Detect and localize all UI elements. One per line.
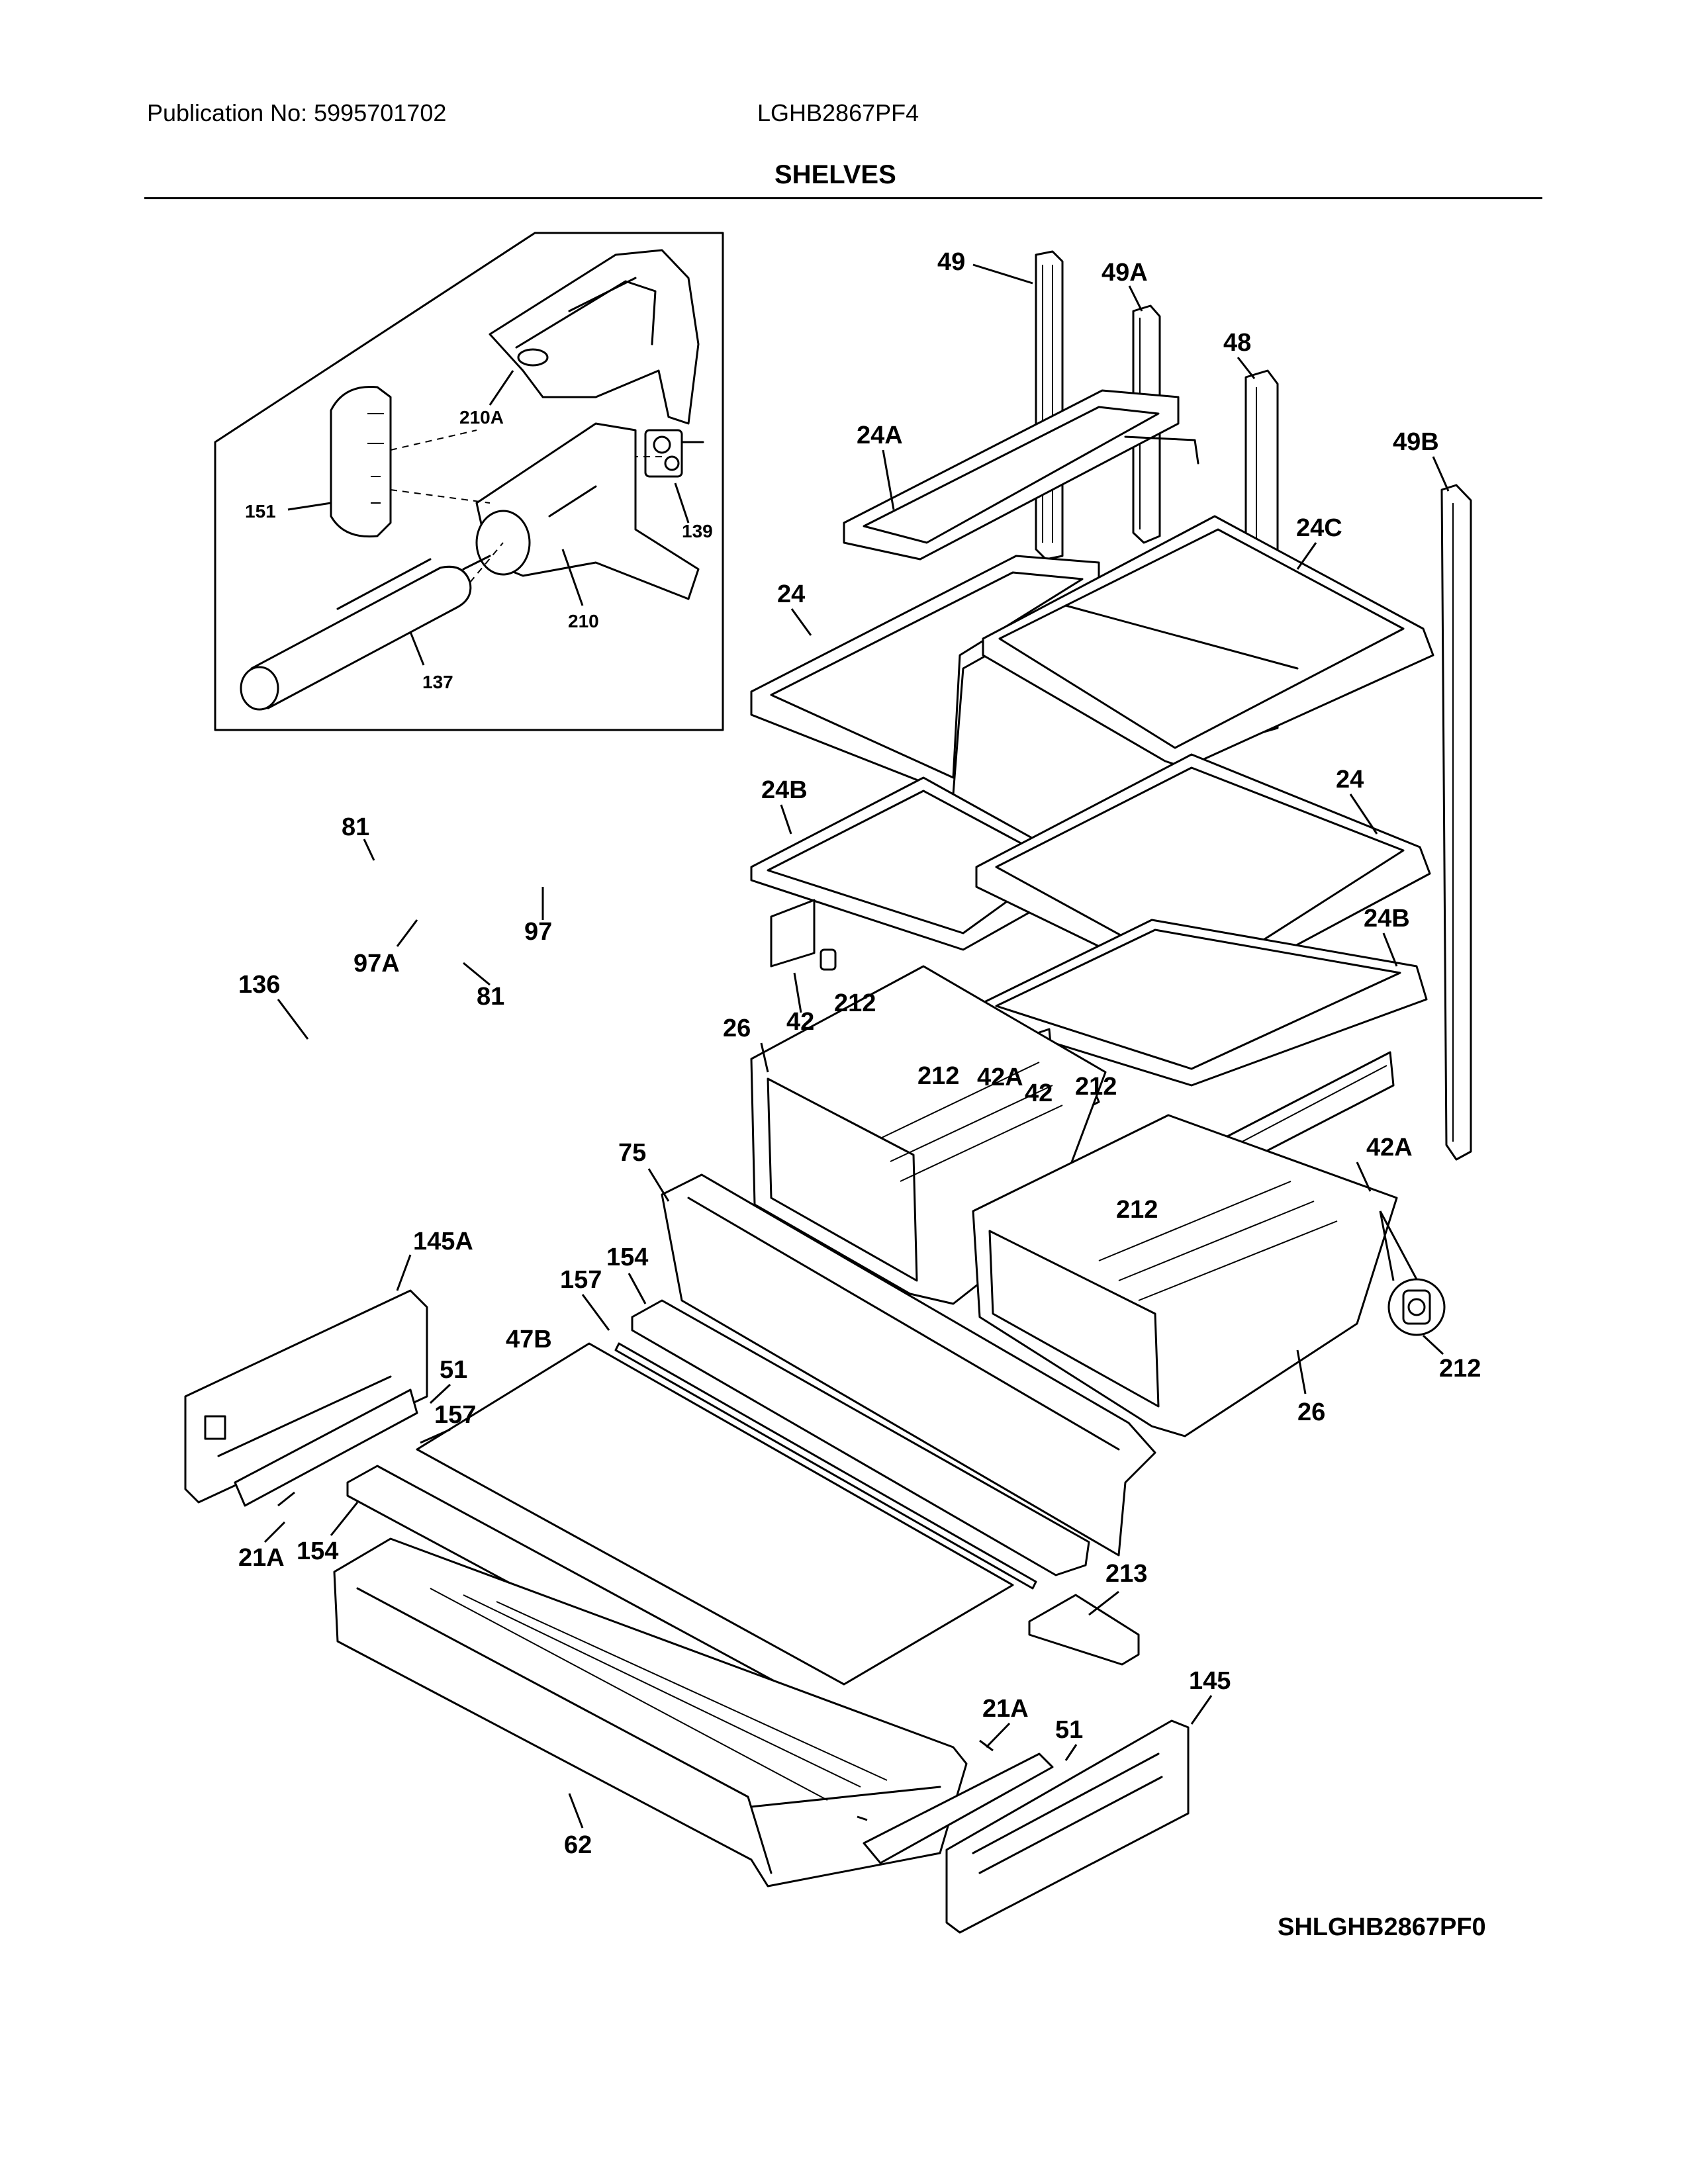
label-21a-right: 21A bbox=[982, 1695, 1029, 1723]
label-24c: 24C bbox=[1296, 514, 1342, 542]
publication-number: Publication No: 5995701702 bbox=[147, 99, 447, 126]
label-21a-left: 21A bbox=[238, 1544, 285, 1572]
filter-head-housing bbox=[489, 249, 700, 425]
section-title: SHELVES bbox=[774, 160, 896, 189]
label-24b-right: 24B bbox=[1364, 905, 1410, 933]
label-139: 139 bbox=[682, 521, 713, 541]
label-212-a: 212 bbox=[834, 989, 876, 1017]
label-210a: 210A bbox=[459, 407, 504, 428]
label-24-upper: 24 bbox=[777, 580, 805, 608]
label-51-right: 51 bbox=[1055, 1716, 1083, 1744]
water-filter-inset bbox=[214, 232, 724, 731]
model-number: LGHB2867PF4 bbox=[757, 99, 919, 126]
label-137: 137 bbox=[422, 672, 453, 692]
right-drawer-rail bbox=[857, 1719, 1190, 1934]
glass-shelves bbox=[750, 389, 1434, 1087]
filter-cartridge bbox=[240, 555, 491, 711]
label-212-b: 212 bbox=[917, 1062, 959, 1090]
label-157-mid: 157 bbox=[434, 1401, 476, 1429]
label-212-c: 212 bbox=[1075, 1073, 1117, 1101]
label-154-bottom: 154 bbox=[297, 1537, 338, 1565]
label-49b: 49B bbox=[1393, 428, 1439, 456]
label-26-right: 26 bbox=[1297, 1398, 1325, 1426]
filter-bracket bbox=[475, 422, 700, 600]
label-24a: 24A bbox=[857, 422, 903, 449]
label-47b: 47B bbox=[506, 1326, 552, 1353]
label-75: 75 bbox=[618, 1139, 646, 1167]
label-151: 151 bbox=[245, 501, 276, 522]
pantry-drawer bbox=[333, 1465, 968, 1888]
clip-detail-callout bbox=[1379, 1210, 1446, 1336]
label-97a: 97A bbox=[353, 950, 400, 978]
label-145a: 145A bbox=[413, 1228, 473, 1255]
crisper-drawers bbox=[750, 965, 1398, 1437]
label-51-left: 51 bbox=[440, 1356, 467, 1384]
label-42a-right: 42A bbox=[1366, 1134, 1413, 1161]
pantry-parts bbox=[416, 1173, 1156, 1686]
pantry-clip bbox=[1028, 1590, 1140, 1666]
label-42a-mid: 42A bbox=[977, 1064, 1023, 1091]
label-49: 49 bbox=[937, 248, 965, 276]
label-24b-left: 24B bbox=[761, 776, 808, 804]
label-154-top: 154 bbox=[606, 1244, 648, 1271]
label-212-d: 212 bbox=[1116, 1196, 1158, 1224]
label-97: 97 bbox=[524, 918, 552, 946]
label-136: 136 bbox=[238, 971, 280, 999]
label-81-bottom: 81 bbox=[477, 983, 504, 1011]
filter-valve bbox=[644, 429, 704, 478]
diagram-code: SHLGHB2867PF0 bbox=[1278, 1913, 1486, 1941]
label-48: 48 bbox=[1223, 329, 1251, 357]
label-81-top: 81 bbox=[342, 813, 369, 841]
label-42-mid: 42 bbox=[1025, 1079, 1053, 1107]
label-26-left: 26 bbox=[723, 1015, 751, 1042]
label-210: 210 bbox=[568, 611, 599, 631]
label-213: 213 bbox=[1105, 1560, 1147, 1588]
header-rule bbox=[144, 197, 1542, 199]
filter-cover bbox=[330, 385, 392, 538]
label-49a: 49A bbox=[1102, 259, 1148, 287]
left-drawer-rail bbox=[184, 1289, 428, 1507]
label-145: 145 bbox=[1189, 1667, 1231, 1695]
label-212-detail: 212 bbox=[1439, 1355, 1481, 1383]
label-157-top: 157 bbox=[560, 1266, 602, 1294]
label-24-lower: 24 bbox=[1336, 766, 1364, 794]
leader-lines bbox=[263, 263, 1450, 1829]
label-62: 62 bbox=[564, 1831, 592, 1859]
